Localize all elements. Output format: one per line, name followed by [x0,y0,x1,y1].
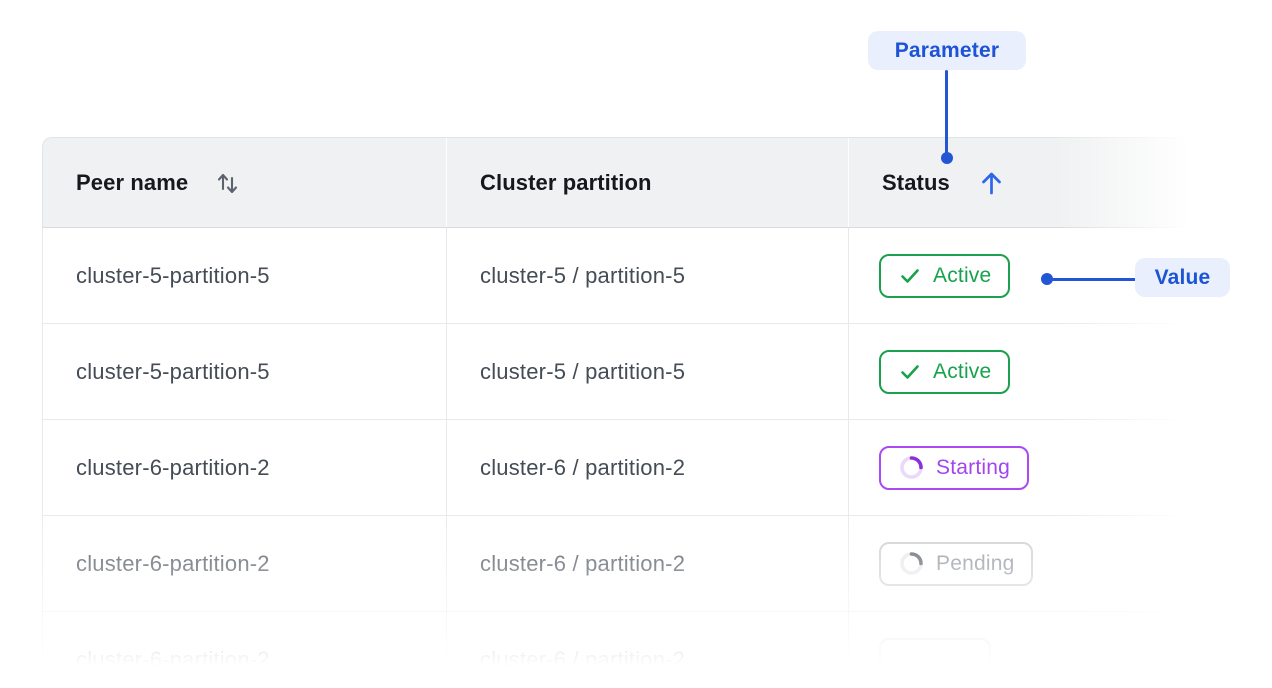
cluster-partition-cell: cluster-6 / partition-2 [446,516,848,611]
column-header-label: Peer name [76,169,189,195]
column-header-peer-name[interactable]: Peer name [43,138,446,227]
table-row[interactable]: cluster-6-partition-2 cluster-6 / partit… [42,516,1272,612]
parameter-connector-line [945,70,948,154]
peer-name-cell: cluster-6-partition-2 [76,454,270,480]
cluster-partition-cell: cluster-5 / partition-5 [446,228,848,323]
status-badge: Pending [879,541,1034,586]
status-badge-label: Active [933,264,992,287]
check-icon [901,268,919,283]
table-header-row: Peer name Cluster partition Status [42,137,1272,228]
column-header-label: Cluster partition [480,169,652,195]
parameter-connector-dot [941,152,953,164]
status-badge: Starting [879,445,1029,490]
table-row[interactable]: cluster-6-partition-2 cluster-6 / partit… [42,612,1272,688]
peer-table: Peer name Cluster partition Status [42,137,1272,688]
parameter-callout-label: Parameter [894,38,1000,62]
peer-name-cell: cluster-6-partition-2 [76,550,270,576]
table-row[interactable]: cluster-5-partition-5 cluster-5 / partit… [42,324,1272,420]
spinner-icon [900,456,923,479]
status-badge: Active [879,253,1011,298]
status-badge [879,637,991,682]
status-cell: Starting [848,420,1272,515]
value-callout-label: Value [1154,265,1211,289]
status-cell: Active [848,324,1272,419]
value-connector-dot [1041,273,1053,285]
column-header-cluster-partition[interactable]: Cluster partition [446,138,848,227]
value-callout: Value [1135,258,1230,297]
peer-name-cell: cluster-6-partition-2 [76,646,270,672]
peer-name-cell: cluster-5-partition-5 [76,358,270,384]
status-cell: Pending [848,516,1272,611]
status-badge-label: Starting [936,456,1010,479]
column-header-status[interactable]: Status [848,138,1272,227]
status-badge-label: Active [933,360,992,383]
status-cell: Active [848,228,1272,323]
value-connector-line [1052,277,1137,281]
cluster-partition-cell: cluster-6 / partition-2 [446,420,848,515]
column-header-label: Status [882,169,950,195]
parameter-callout: Parameter [868,31,1026,70]
spinner-icon [900,552,923,575]
sort-ascending-icon[interactable] [976,167,1007,198]
cluster-partition-cell: cluster-5 / partition-5 [446,324,848,419]
status-badge: Active [879,349,1011,394]
table-row[interactable]: cluster-5-partition-5 cluster-5 / partit… [42,228,1272,324]
table-row[interactable]: cluster-6-partition-2 cluster-6 / partit… [42,420,1272,516]
cluster-partition-cell: cluster-6 / partition-2 [446,612,848,688]
status-badge-label: Pending [936,552,1015,575]
status-cell [848,612,1272,688]
check-icon [901,364,919,379]
sort-both-icon[interactable] [214,169,241,196]
peer-name-cell: cluster-5-partition-5 [76,262,270,288]
